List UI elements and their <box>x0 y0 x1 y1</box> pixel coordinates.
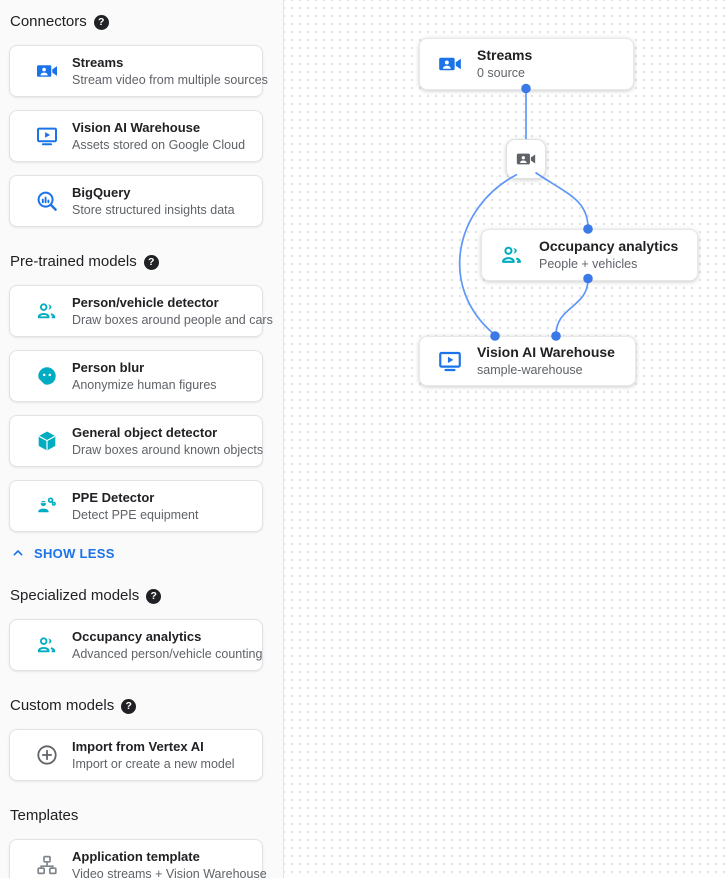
card-title: PPE Detector <box>72 489 155 505</box>
monitor-play-icon <box>437 348 463 374</box>
monitor-play-icon <box>35 124 59 148</box>
people-icon <box>499 242 525 268</box>
node-subtitle: People + vehicles <box>539 257 638 271</box>
show-less-button[interactable]: SHOW LESS <box>10 545 273 561</box>
card-streams[interactable]: Streams Stream video from multiple sourc… <box>9 45 268 97</box>
card-description: Stream video from multiple sources <box>72 72 268 87</box>
people-icon <box>35 633 59 657</box>
edge-occupancy-to-warehouse <box>555 278 589 336</box>
section-header-pretrained-models: Pre-trained models ? <box>10 253 273 271</box>
section-header-specialized-models: Specialized models ? <box>10 587 273 605</box>
card-vision-ai-warehouse[interactable]: Vision AI Warehouse Assets stored on Goo… <box>9 110 263 162</box>
node-title: Occupancy analytics <box>539 238 679 254</box>
card-title: Application template <box>72 848 200 864</box>
card-description: Draw boxes around people and cars <box>72 312 273 327</box>
card-general-object-detector[interactable]: General object detector Draw boxes aroun… <box>9 415 263 467</box>
video-camera-icon <box>35 59 59 83</box>
help-icon[interactable]: ? <box>146 588 162 604</box>
card-title: Person/vehicle detector <box>72 294 219 310</box>
component-palette-sidebar: Connectors ? Streams Stream video from m… <box>0 0 284 878</box>
help-icon[interactable]: ? <box>143 254 159 270</box>
graph-canvas[interactable]: Streams 0 source Occupancy analytics Peo… <box>284 0 725 878</box>
section-header-templates: Templates <box>10 807 273 825</box>
card-title: Vision AI Warehouse <box>72 119 201 135</box>
node-occupancy-analytics[interactable]: Occupancy analytics People + vehicles <box>481 229 698 281</box>
node-title: Vision AI Warehouse <box>477 344 615 360</box>
node-vision-ai-warehouse[interactable]: Vision AI Warehouse sample-warehouse <box>419 336 636 386</box>
card-title: Streams <box>72 54 124 70</box>
help-icon[interactable]: ? <box>93 14 109 30</box>
node-subtitle: sample-warehouse <box>477 363 583 377</box>
card-title: BigQuery <box>72 184 131 200</box>
section-title-label: Connectors <box>10 13 87 30</box>
face-icon <box>35 364 59 388</box>
cube-icon <box>35 429 59 453</box>
edge-processor-to-occupancy <box>535 171 589 229</box>
card-description: Advanced person/vehicle counting <box>72 646 263 661</box>
card-title: Person blur <box>72 359 145 375</box>
card-bigquery[interactable]: BigQuery Store structured insights data <box>9 175 263 227</box>
card-person-vehicle-detector[interactable]: Person/vehicle detector Draw boxes aroun… <box>9 285 273 337</box>
node-streams[interactable]: Streams 0 source <box>419 38 634 90</box>
ppe-icon <box>35 494 59 518</box>
section-header-connectors: Connectors ? <box>10 13 273 31</box>
section-title-label: Pre-trained models <box>10 253 137 270</box>
people-icon <box>35 299 59 323</box>
video-camera-icon <box>437 51 463 77</box>
card-description: Draw boxes around known objects <box>72 442 264 457</box>
org-tree-icon <box>35 853 59 877</box>
help-icon[interactable]: ? <box>121 698 137 714</box>
chevron-up-icon <box>10 545 26 561</box>
add-circle-icon <box>35 743 59 767</box>
card-description: Assets stored on Google Cloud <box>72 137 246 152</box>
node-subtitle: 0 source <box>477 66 525 80</box>
card-occupancy-analytics[interactable]: Occupancy analytics Advanced person/vehi… <box>9 619 263 671</box>
card-title: General object detector <box>72 424 218 440</box>
card-import-vertex-ai[interactable]: Import from Vertex AI Import or create a… <box>9 729 263 781</box>
video-camera-icon <box>515 148 537 170</box>
card-description: Video streams + Vision Warehouse <box>72 866 267 878</box>
section-title-label: Templates <box>10 807 79 824</box>
card-description: Store structured insights data <box>72 202 235 217</box>
card-application-template[interactable]: Application template Video streams + Vis… <box>9 839 267 878</box>
show-less-label: SHOW LESS <box>34 545 115 561</box>
bigquery-icon <box>35 189 59 213</box>
section-title-label: Custom models <box>10 697 115 714</box>
card-ppe-detector[interactable]: PPE Detector Detect PPE equipment <box>9 480 263 532</box>
section-header-custom-models: Custom models ? <box>10 697 273 715</box>
node-title: Streams <box>477 47 533 63</box>
card-description: Detect PPE equipment <box>72 507 199 522</box>
edge-overlay <box>458 83 593 341</box>
section-title-label: Specialized models <box>10 587 140 604</box>
node-processor-camera[interactable] <box>506 139 546 179</box>
card-person-blur[interactable]: Person blur Anonymize human figures <box>9 350 263 402</box>
card-description: Import or create a new model <box>72 756 235 771</box>
card-description: Anonymize human figures <box>72 377 217 392</box>
card-title: Occupancy analytics <box>72 628 202 644</box>
card-title: Import from Vertex AI <box>72 738 204 754</box>
